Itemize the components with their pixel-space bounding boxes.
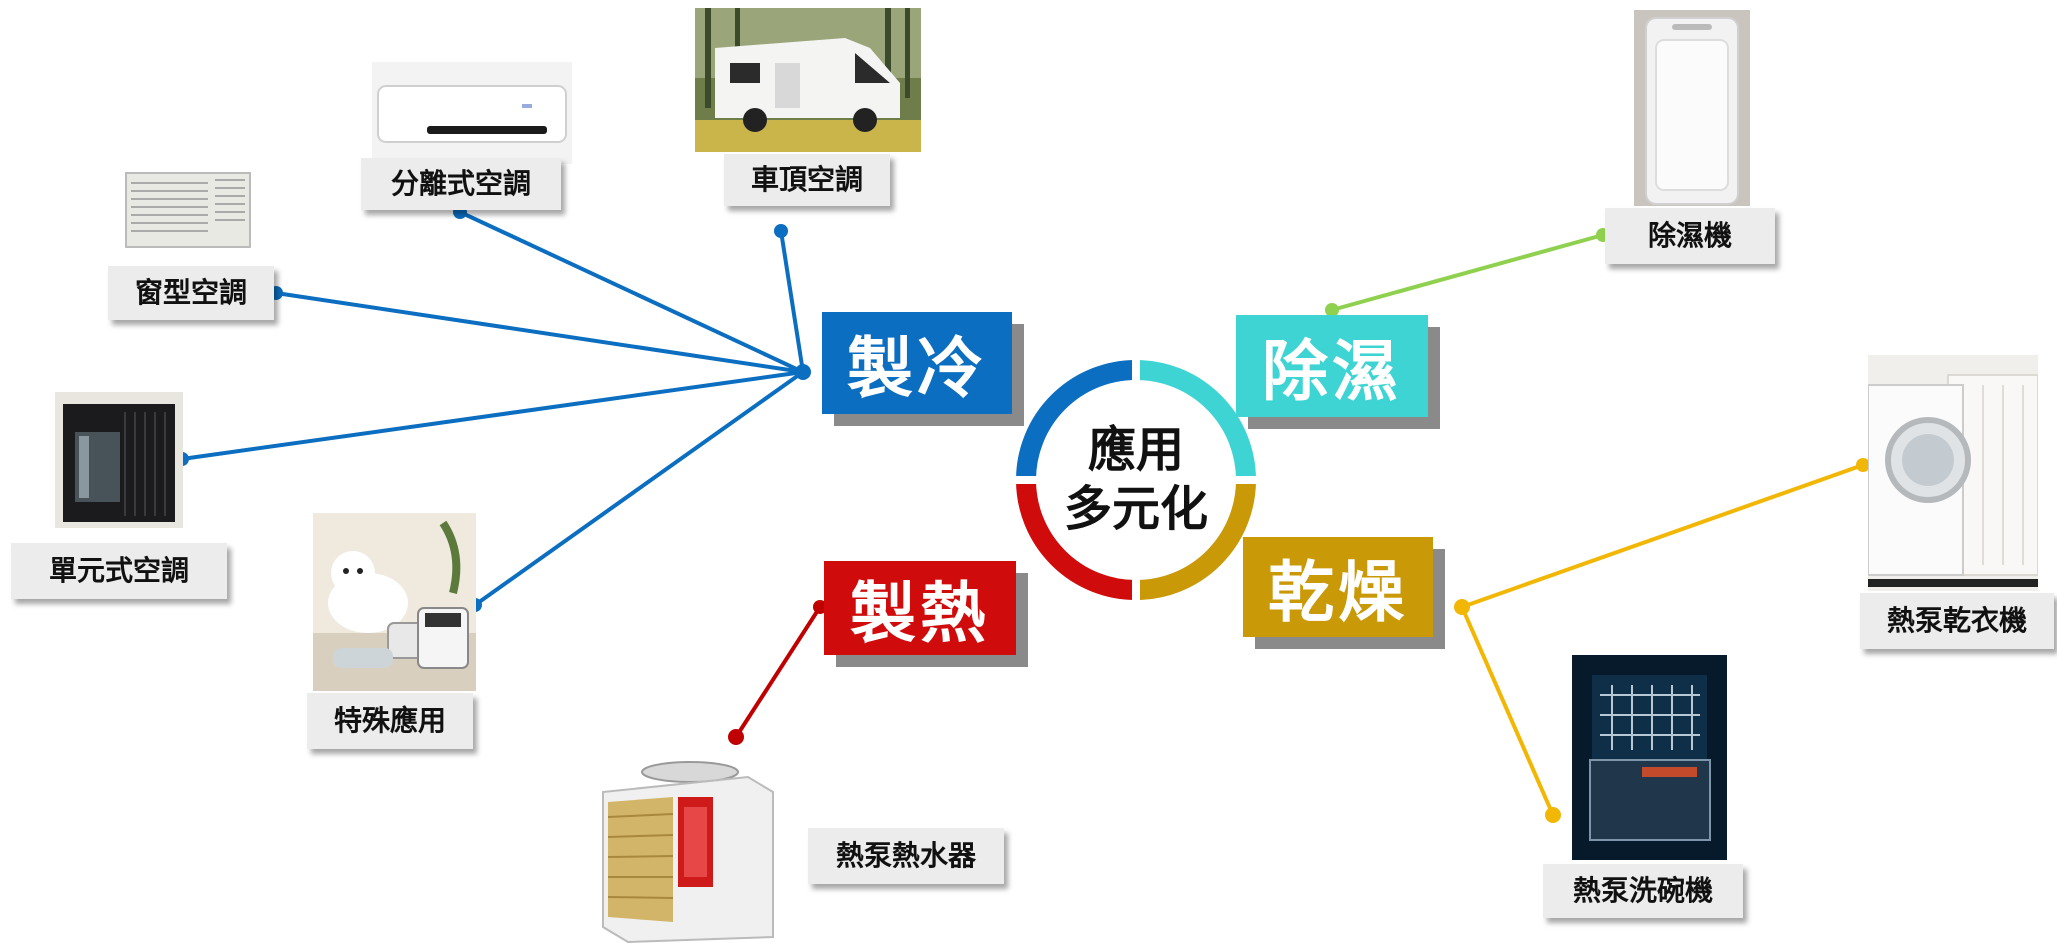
category-drying: 乾燥 <box>1243 537 1433 637</box>
line-window-ac <box>275 291 804 374</box>
rv-camper-icon <box>695 8 921 152</box>
hub-title-line1: 應用 <box>1087 422 1184 479</box>
category-dehumid: 除濕 <box>1236 315 1428 417</box>
washing-machine-icon <box>1868 355 2038 591</box>
line-dishwasher <box>1460 606 1555 816</box>
label-dryer: 熱泵乾衣機 <box>1860 593 2054 649</box>
line-dehumidifier <box>1331 233 1604 312</box>
heat-pump-water-heater-icon <box>598 752 778 943</box>
category-cooling: 製冷 <box>822 312 1012 414</box>
line-rv-ac <box>779 230 805 373</box>
line-unit-ac <box>181 370 804 461</box>
hub-ring <box>1013 357 1259 603</box>
hub-title-line2: 多元化 <box>1063 481 1208 537</box>
window-air-conditioner-icon <box>123 168 255 250</box>
hub-title: 應用 多元化 <box>1011 355 1261 605</box>
category-heating: 製熱 <box>824 561 1016 655</box>
split-air-conditioner-icon <box>372 62 572 164</box>
label-water-heater: 熱泵熱水器 <box>808 828 1004 884</box>
label-dishwasher: 熱泵洗碗機 <box>1543 864 1743 918</box>
cooling-connectors <box>181 210 805 607</box>
line-dryer <box>1461 463 1864 609</box>
label-window-ac: 窗型空調 <box>108 266 274 320</box>
dehumidifier-icon <box>1634 10 1750 206</box>
line-split-ac <box>459 210 804 374</box>
label-unit-ac: 單元式空調 <box>11 543 227 599</box>
unit-air-conditioner-icon <box>55 392 183 528</box>
dog-pet-dryer-icon <box>313 513 476 691</box>
line-water-heater <box>734 605 822 739</box>
label-dehumidifier: 除濕機 <box>1605 208 1775 264</box>
drying-connectors <box>1460 463 1864 816</box>
label-rv-ac: 車頂空調 <box>724 154 890 206</box>
dishwasher-icon <box>1572 655 1727 860</box>
line-special <box>473 370 805 607</box>
label-special: 特殊應用 <box>307 693 473 749</box>
label-split-ac: 分離式空調 <box>361 158 561 210</box>
